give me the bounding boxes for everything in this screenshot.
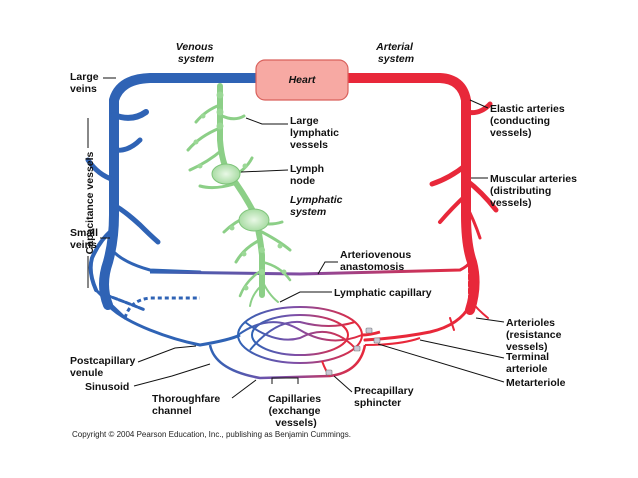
sinusoid-label: Sinusoid	[85, 381, 129, 393]
lymph-node	[211, 163, 241, 185]
thoroughfare-vessel	[123, 296, 200, 319]
elastic-artery-branch	[463, 101, 493, 116]
terminal-arteriole-label: Terminal arteriole	[506, 351, 552, 375]
venous-vessels	[85, 73, 267, 347]
muscular-artery-branch	[438, 193, 468, 224]
capacitance-vessels-label: Capacitance vessels	[84, 151, 96, 254]
arteriole	[449, 317, 455, 331]
muscular-arteries-label: Muscular arteries (distributing vessels)	[490, 173, 580, 209]
thoroughfare-channel-leader	[231, 379, 257, 399]
venous-system-label: Venous system	[176, 41, 216, 65]
lymph-node	[238, 208, 270, 232]
small-veins-label: Small veins	[70, 227, 101, 251]
postcapillary-venule-leader	[137, 345, 197, 363]
capillary-bed	[199, 306, 421, 380]
great-vein	[99, 73, 267, 310]
lymphatic-capillary-label: Lymphatic capillary	[334, 287, 432, 299]
arteriole	[469, 299, 489, 319]
large-vein-branch	[111, 137, 143, 153]
elastic-arteries-label: Elastic arteries (conducting vessels)	[490, 103, 568, 139]
large-vein-branch	[85, 157, 117, 183]
large-lymphatic-vessels-leader	[245, 117, 288, 125]
arterial-system-label: Arterial system	[375, 41, 416, 65]
small-vein-branch	[111, 202, 161, 245]
copyright-text: Copyright © 2004 Pearson Education, Inc.…	[72, 430, 351, 439]
arteriovenous-anastomosis-vessel	[149, 261, 472, 276]
arterial-vessels	[341, 73, 499, 342]
small-vein-branch	[94, 288, 127, 320]
arteriovenous-anastomosis-leader	[317, 261, 338, 275]
large-vein-branch	[111, 109, 149, 121]
heart-box	[255, 59, 349, 101]
arterioles-leader	[475, 317, 505, 323]
precapillary-sphincter-leader	[333, 375, 353, 393]
terminal-arteriole-leader	[419, 339, 505, 359]
aorta	[341, 73, 480, 315]
heart-label: Heart	[289, 74, 316, 86]
lymphatic-vessels	[186, 83, 292, 307]
metarteriole-vessel	[364, 337, 421, 346]
large-lymphatic-vessels-label: Large lymphatic vessels	[290, 115, 342, 151]
arteriovenous-anastomosis-label: Arteriovenous anastomosis	[340, 249, 414, 273]
lymphatic-capillary-leader	[279, 291, 332, 303]
arterioles-label: Arterioles (resistance vessels)	[506, 317, 564, 353]
postcapillary-venule-vessel	[104, 293, 147, 312]
lymphatic-system-label: Lymphatic system	[290, 194, 345, 218]
muscular-artery-branch	[429, 162, 469, 187]
metarteriole-label: Metarteriole	[506, 377, 566, 389]
metarteriole-leader	[377, 343, 505, 383]
thoroughfare-channel-label: Thoroughfare channel	[152, 393, 223, 417]
postcapillary-venule-label: Postcapillary venule	[70, 355, 138, 379]
capillaries-bracket	[271, 377, 299, 384]
precapillary-sphincters	[325, 327, 381, 376]
precapillary-sphincter-label: Precapillary sphincter	[354, 385, 416, 409]
small-vein-branch	[88, 228, 114, 292]
muscular-artery-branch	[464, 203, 482, 240]
lymph-valve-dots	[193, 91, 287, 291]
large-veins-label: Large veins	[70, 71, 102, 95]
lymph-node-leader	[240, 169, 289, 173]
muscular-artery-branch	[463, 177, 499, 213]
elastic-arteries-leader	[469, 99, 489, 109]
small-vein-branch	[110, 248, 202, 274]
sinusoid-leader	[133, 363, 211, 387]
lymph-node-label: Lymph node	[290, 163, 327, 187]
arteriole	[363, 303, 472, 342]
capillaries-label: Capillaries (exchange vessels)	[268, 393, 324, 429]
venule	[106, 303, 202, 347]
